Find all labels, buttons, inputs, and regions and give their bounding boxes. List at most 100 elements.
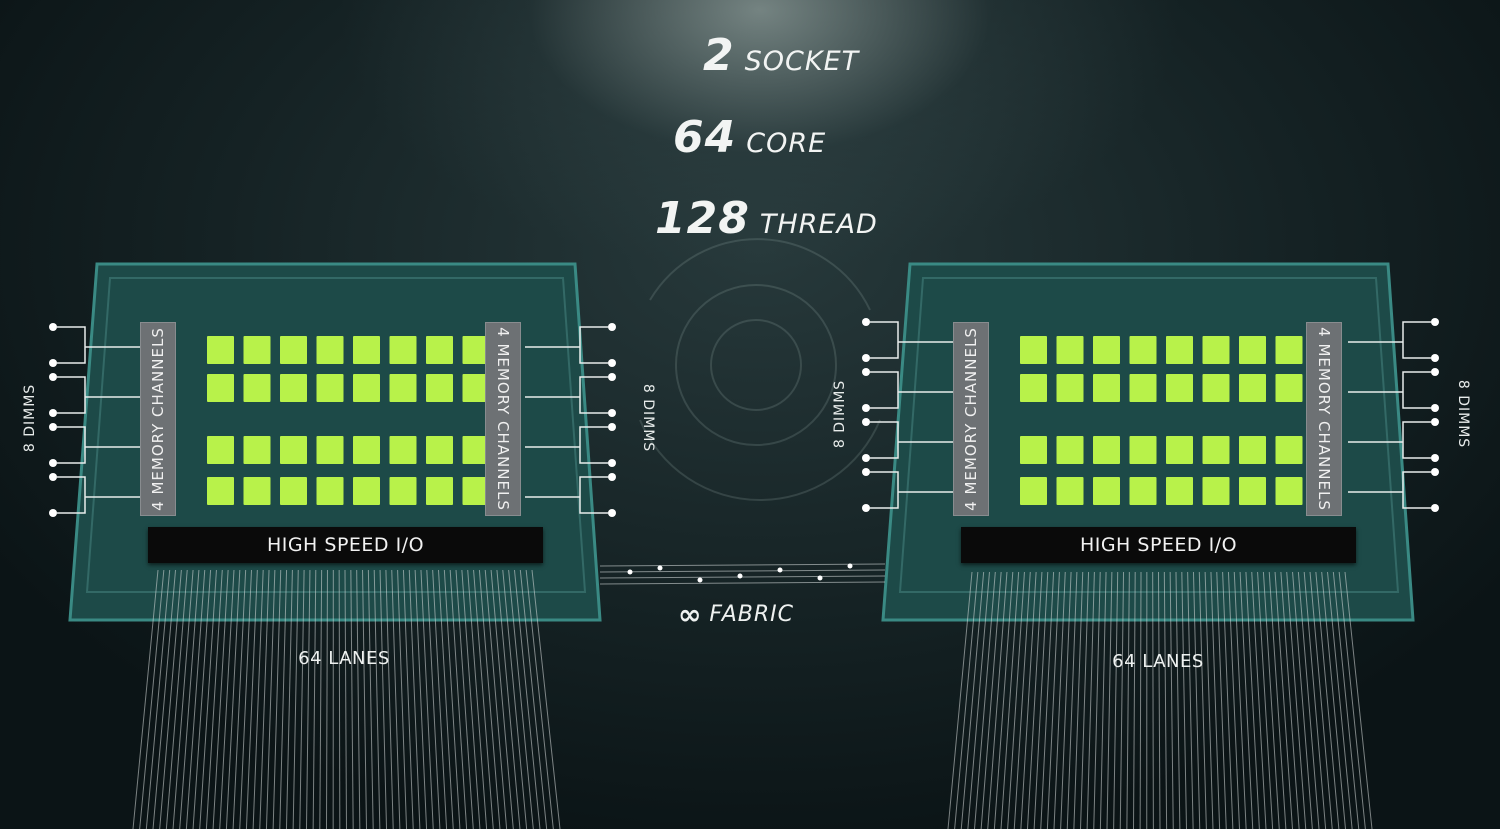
dimm-wire	[579, 376, 608, 414]
cpu-core	[207, 374, 234, 402]
dimm-wire	[870, 471, 899, 509]
cpu-core	[426, 374, 453, 402]
pcie-lane	[305, 569, 311, 829]
memory-channels-left: 4 MEMORY CHANNELS	[140, 322, 176, 516]
dimm-slot-dot	[49, 423, 57, 431]
pcie-lane	[1344, 571, 1373, 829]
pcie-lane	[1119, 571, 1125, 829]
pcie-lane	[205, 569, 223, 829]
pcie-lane	[508, 569, 534, 829]
pcie-lane	[1040, 571, 1055, 829]
dimm-slot-dot	[862, 454, 870, 462]
fabric-dot	[847, 563, 853, 569]
pcie-lane	[967, 571, 990, 829]
dimm-wire	[579, 326, 608, 364]
cpu-core	[389, 477, 417, 505]
pcie-lane	[1327, 571, 1353, 829]
dimm-slot-dot	[1431, 368, 1439, 376]
cpu-core	[1093, 477, 1120, 505]
swirl-ring	[710, 319, 802, 411]
cpu-core	[1093, 336, 1120, 364]
fabric-dot	[627, 569, 633, 575]
fabric-label: FABRIC	[709, 602, 794, 627]
cpu-core	[1202, 374, 1230, 402]
dimm-slot-dot	[862, 404, 870, 412]
pcie-lane	[1175, 571, 1181, 829]
pcie-lane	[172, 569, 194, 829]
cpu-core	[316, 336, 344, 364]
swirl-arc	[649, 238, 871, 311]
cpu-core	[280, 336, 307, 364]
dimm-wire	[579, 426, 608, 464]
pcie-lane	[1013, 571, 1031, 829]
pcie-lane	[1222, 571, 1234, 829]
infinity-icon: ∞	[678, 598, 702, 631]
dimm-slot-dot	[1431, 418, 1439, 426]
cpu-core	[1202, 336, 1230, 364]
pcie-lane	[265, 569, 276, 829]
pcie-lane	[490, 569, 514, 829]
pcie-lane	[1027, 571, 1043, 829]
cpu-core	[316, 374, 344, 402]
pcie-lane	[1139, 571, 1142, 829]
dimms-label-right: 8 DIMMS	[1455, 379, 1471, 449]
dimm-slot-dot	[608, 359, 616, 367]
pcie-lane	[1338, 571, 1366, 829]
pcie-lane	[1216, 571, 1227, 829]
fabric-dot	[657, 565, 663, 571]
pcie-lane	[232, 569, 247, 829]
pcie-lane	[980, 571, 1002, 829]
dimms-label-right: 8 DIMMS	[640, 383, 656, 453]
pcie-lane	[362, 569, 368, 829]
pcie-lane	[1073, 571, 1084, 829]
dimm-slot-dot	[608, 323, 616, 331]
cpu-core	[1129, 374, 1157, 402]
pcie-lane	[1080, 571, 1090, 829]
pcie-lane	[179, 569, 200, 829]
cpu-core	[1239, 477, 1266, 505]
dimm-slot-dot	[608, 409, 616, 417]
cpu-core	[1239, 374, 1266, 402]
pcie-lane	[1192, 571, 1201, 829]
pcie-lane	[239, 569, 252, 829]
fabric-link-line	[599, 563, 886, 567]
pcie-lane	[299, 569, 305, 829]
dimm-slot-dot	[1431, 354, 1439, 362]
cpu-core	[1275, 374, 1303, 402]
package-inner-outline	[85, 277, 587, 593]
pcie-lane	[1297, 571, 1320, 829]
pcie-lane	[350, 569, 354, 829]
cpu-core	[462, 336, 490, 364]
pcie-lane	[1066, 571, 1078, 829]
pcie-lane	[272, 569, 282, 829]
package-inner-outline	[898, 277, 1400, 593]
dimm-slot-dot	[49, 323, 57, 331]
swirl-ring	[675, 284, 837, 446]
pcie-lane	[1332, 571, 1360, 829]
pcie-lane	[192, 569, 212, 829]
pcie-lane	[1163, 571, 1168, 829]
pcie-lane	[139, 569, 165, 829]
dimm-slot-dot	[862, 468, 870, 476]
socket-word: SOCKET	[744, 46, 860, 77]
cpu-core	[243, 374, 271, 402]
pcie-lane	[1315, 571, 1340, 829]
dimm-slot-dot	[1431, 318, 1439, 326]
dimm-slot-dot	[1431, 504, 1439, 512]
cpu-core	[1056, 477, 1084, 505]
dimm-wire	[57, 326, 86, 364]
fabric-link-line	[599, 581, 886, 585]
pcie-lane	[1033, 571, 1049, 829]
pcie-lane	[185, 569, 206, 829]
dimm-wire	[870, 371, 899, 409]
cpu-core	[462, 436, 490, 464]
cpu-core	[389, 374, 417, 402]
pcie-lane	[402, 569, 414, 829]
pcie-lane	[987, 571, 1008, 829]
pcie-lane	[199, 569, 217, 829]
pcie-lane	[1133, 571, 1136, 829]
pcie-lane	[219, 569, 235, 829]
dimm-wire	[1402, 471, 1431, 509]
pcie-lane	[438, 569, 454, 829]
dimm-slot-dot	[49, 373, 57, 381]
